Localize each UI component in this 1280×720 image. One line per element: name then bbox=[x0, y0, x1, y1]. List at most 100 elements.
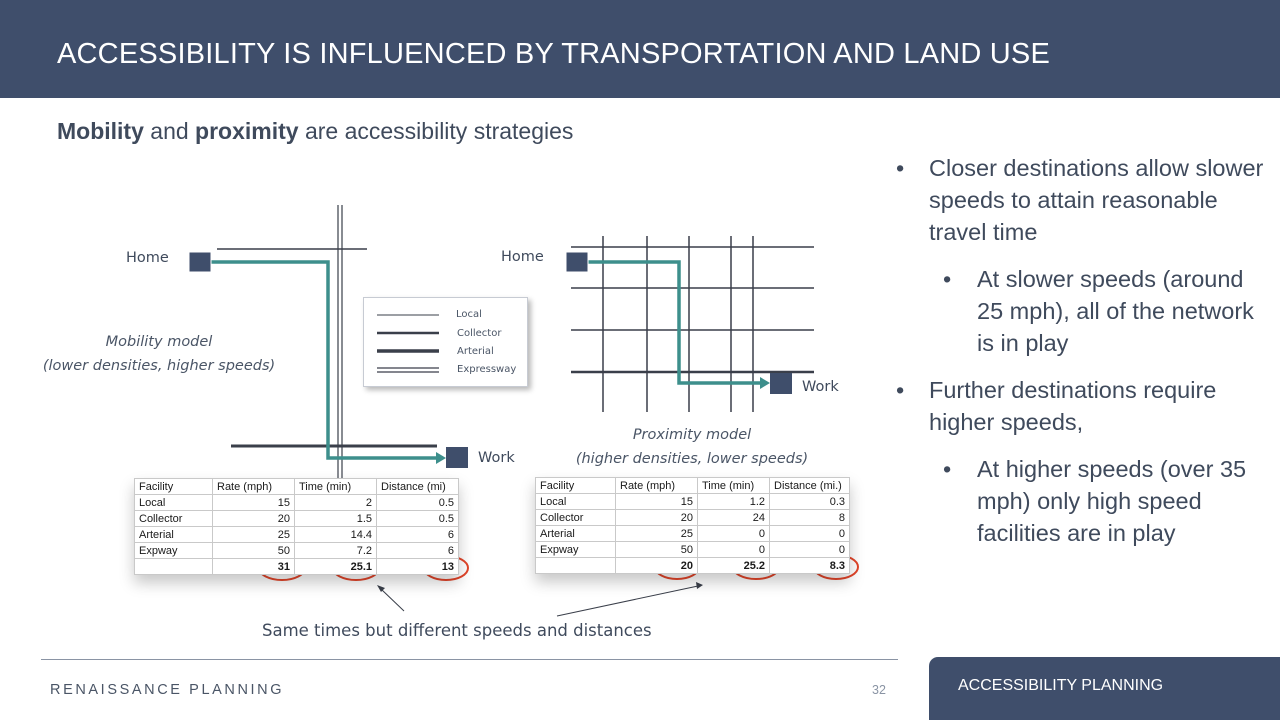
caption-arrow-right bbox=[556, 585, 699, 617]
mobility-home-label: Home bbox=[126, 250, 169, 266]
table-cell: 2 bbox=[294, 494, 377, 511]
legend-label-expressway: Expressway bbox=[457, 364, 517, 375]
table-cell: Collector bbox=[535, 509, 616, 526]
proximity-home-node bbox=[565, 251, 589, 273]
caption-arrowhead-left bbox=[377, 585, 385, 592]
bullet-text: Closer destinations allow slower speeds … bbox=[929, 155, 1264, 245]
table-header-cell: Time (min) bbox=[697, 477, 770, 494]
bullet-dot-icon: • bbox=[943, 266, 952, 292]
caption-arrow-left bbox=[380, 588, 405, 612]
table-cell: 24 bbox=[697, 509, 770, 526]
table-header-cell: Distance (mi.) bbox=[769, 477, 850, 494]
subtitle-bold-proximity: proximity bbox=[195, 118, 299, 144]
mobility-model-title: Mobility model bbox=[105, 334, 213, 350]
table-cell: 0 bbox=[769, 525, 850, 542]
table-cell: Arterial bbox=[535, 525, 616, 542]
bullet-item: • At higher speeds (over 35 mph) only hi… bbox=[896, 453, 1266, 549]
table-cell: 7.2 bbox=[294, 542, 377, 559]
table-row: Local 15 2 0.5 bbox=[134, 494, 459, 511]
legend-swatches bbox=[377, 314, 439, 373]
bullet-dot-icon: • bbox=[896, 377, 905, 403]
table-cell: Expway bbox=[134, 542, 213, 559]
table-cell: 15 bbox=[212, 494, 295, 511]
proximity-route-arrowhead bbox=[760, 377, 770, 389]
mobility-work-label: Work bbox=[478, 450, 515, 466]
table-row: Collector 20 1.5 0.5 bbox=[134, 510, 459, 527]
proximity-model-title: Proximity model bbox=[632, 427, 752, 443]
table-header-cell: Rate (mph) bbox=[615, 477, 698, 494]
table-cell: 6 bbox=[376, 542, 459, 559]
comparison-caption: Same times but different speeds and dist… bbox=[262, 621, 652, 640]
table-total-cell: 25.2 bbox=[697, 557, 770, 574]
table-cell: 8 bbox=[769, 509, 850, 526]
table-row: Local 15 1.2 0.3 bbox=[535, 493, 850, 510]
slide-subtitle: Mobility and proximity are accessibility… bbox=[57, 118, 573, 145]
proximity-work-node bbox=[770, 373, 792, 394]
table-cell: 20 bbox=[212, 510, 295, 527]
table-cell: 0.5 bbox=[376, 494, 459, 511]
table-row: Expway 50 0 0 bbox=[535, 541, 850, 558]
page-number: 32 bbox=[872, 683, 886, 697]
table-header-cell: Distance (mi) bbox=[376, 478, 459, 495]
table-total-cell: 8.3 bbox=[769, 557, 850, 574]
table-cell: 15 bbox=[615, 493, 698, 510]
mobility-route-arrowhead bbox=[436, 452, 446, 464]
table-cell bbox=[134, 558, 213, 575]
table-cell: 6 bbox=[376, 526, 459, 543]
table-cell: 0.3 bbox=[769, 493, 850, 510]
table-total-cell: 31 bbox=[212, 558, 295, 575]
table-cell: 0.5 bbox=[376, 510, 459, 527]
table-total-row: 20 25.2 8.3 bbox=[535, 557, 850, 574]
mobility-model-desc: (lower densities, higher speeds) bbox=[42, 358, 276, 374]
subtitle-text-1: and bbox=[143, 118, 196, 144]
bullet-item: • Closer destinations allow slower speed… bbox=[896, 152, 1266, 248]
table-header-cell: Facility bbox=[134, 478, 213, 495]
table-cell: 50 bbox=[212, 542, 295, 559]
table-row: Facility Rate (mph) Time (min) Distance … bbox=[535, 477, 850, 494]
subtitle-bold-mobility: Mobility bbox=[57, 118, 144, 144]
table-cell: Local bbox=[535, 493, 616, 510]
bullet-text: At slower speeds (around 25 mph), all of… bbox=[977, 266, 1254, 356]
bullet-dot-icon: • bbox=[943, 456, 952, 482]
table-cell: 0 bbox=[697, 525, 770, 542]
mobility-home-node bbox=[188, 251, 212, 273]
table-row: Expway 50 7.2 6 bbox=[134, 542, 459, 559]
caption-arrowhead-right bbox=[696, 582, 703, 589]
table-cell: 1.2 bbox=[697, 493, 770, 510]
table-total-cell: 25.1 bbox=[294, 558, 377, 575]
table-header-cell: Rate (mph) bbox=[212, 478, 295, 495]
table-cell bbox=[535, 557, 616, 574]
footer-divider bbox=[41, 659, 898, 660]
mobility-table: Facility Rate (mph) Time (min) Distance … bbox=[134, 478, 459, 575]
table-row: Arterial 25 0 0 bbox=[535, 525, 850, 542]
table-cell: 0 bbox=[697, 541, 770, 558]
table-total-row: 31 25.1 13 bbox=[134, 558, 459, 575]
table-cell: Local bbox=[134, 494, 213, 511]
table-header-cell: Facility bbox=[535, 477, 616, 494]
table-row: Arterial 25 14.4 6 bbox=[134, 526, 459, 543]
proximity-table: Facility Rate (mph) Time (min) Distance … bbox=[535, 477, 850, 574]
table-cell: 14.4 bbox=[294, 526, 377, 543]
table-cell: Arterial bbox=[134, 526, 213, 543]
company-logo: RENAISSANCE PLANNING bbox=[50, 682, 285, 698]
section-tab: ACCESSIBILITY PLANNING bbox=[929, 657, 1280, 720]
proximity-work-label: Work bbox=[802, 379, 839, 395]
table-cell: 25 bbox=[212, 526, 295, 543]
proximity-route bbox=[588, 260, 766, 385]
road-legend: Local Collector Arterial Expressway bbox=[363, 297, 528, 387]
table-cell: Expway bbox=[535, 541, 616, 558]
bullet-item: • At slower speeds (around 25 mph), all … bbox=[896, 263, 1266, 359]
table-cell: 1.5 bbox=[294, 510, 377, 527]
bullet-dot-icon: • bbox=[896, 155, 905, 181]
proximity-home-label: Home bbox=[501, 249, 544, 265]
table-row: Collector 20 24 8 bbox=[535, 509, 850, 526]
section-tab-label: ACCESSIBILITY PLANNING bbox=[958, 677, 1164, 694]
bullet-list: • Closer destinations allow slower speed… bbox=[896, 152, 1266, 564]
bullet-item: • Further destinations require higher sp… bbox=[896, 374, 1266, 438]
table-cell: Collector bbox=[134, 510, 213, 527]
subtitle-text-2: are accessibility strategies bbox=[298, 118, 574, 144]
table-cell: 50 bbox=[615, 541, 698, 558]
table-total-cell: 20 bbox=[615, 557, 698, 574]
table-header-cell: Time (min) bbox=[294, 478, 377, 495]
